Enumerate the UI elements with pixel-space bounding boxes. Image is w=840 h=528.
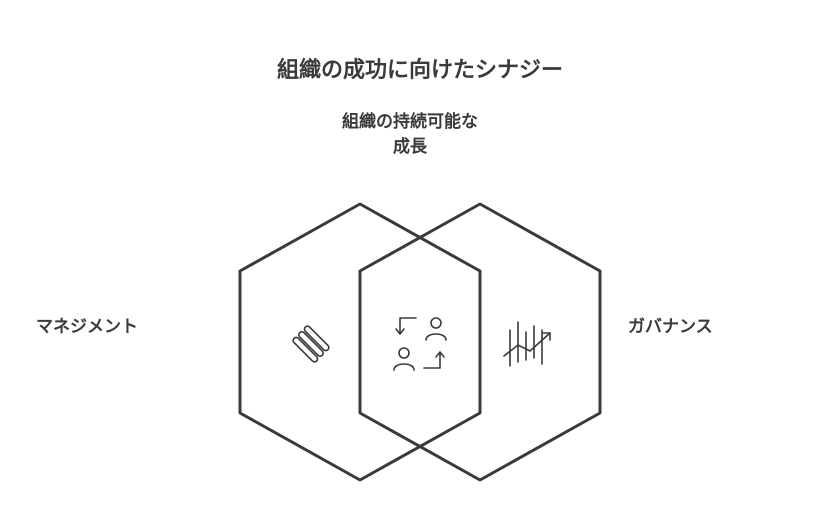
intersection-label: 組織の持続可能な 成長 — [300, 110, 520, 160]
management-label: マネジメント — [36, 317, 138, 337]
governance-label: ガバナンス — [628, 317, 713, 337]
governance-hexagon — [358, 202, 602, 482]
management-hexagon — [238, 202, 482, 482]
people-exchange-icon — [393, 317, 447, 371]
diagram-title: 組織の成功に向けたシナジー — [276, 58, 563, 83]
intersection-label-line1: 組織の持続可能な — [342, 112, 478, 132]
trend-chart-icon — [503, 321, 551, 367]
stacked-bars-icon — [292, 325, 330, 363]
intersection-label-line2: 成長 — [393, 137, 427, 157]
